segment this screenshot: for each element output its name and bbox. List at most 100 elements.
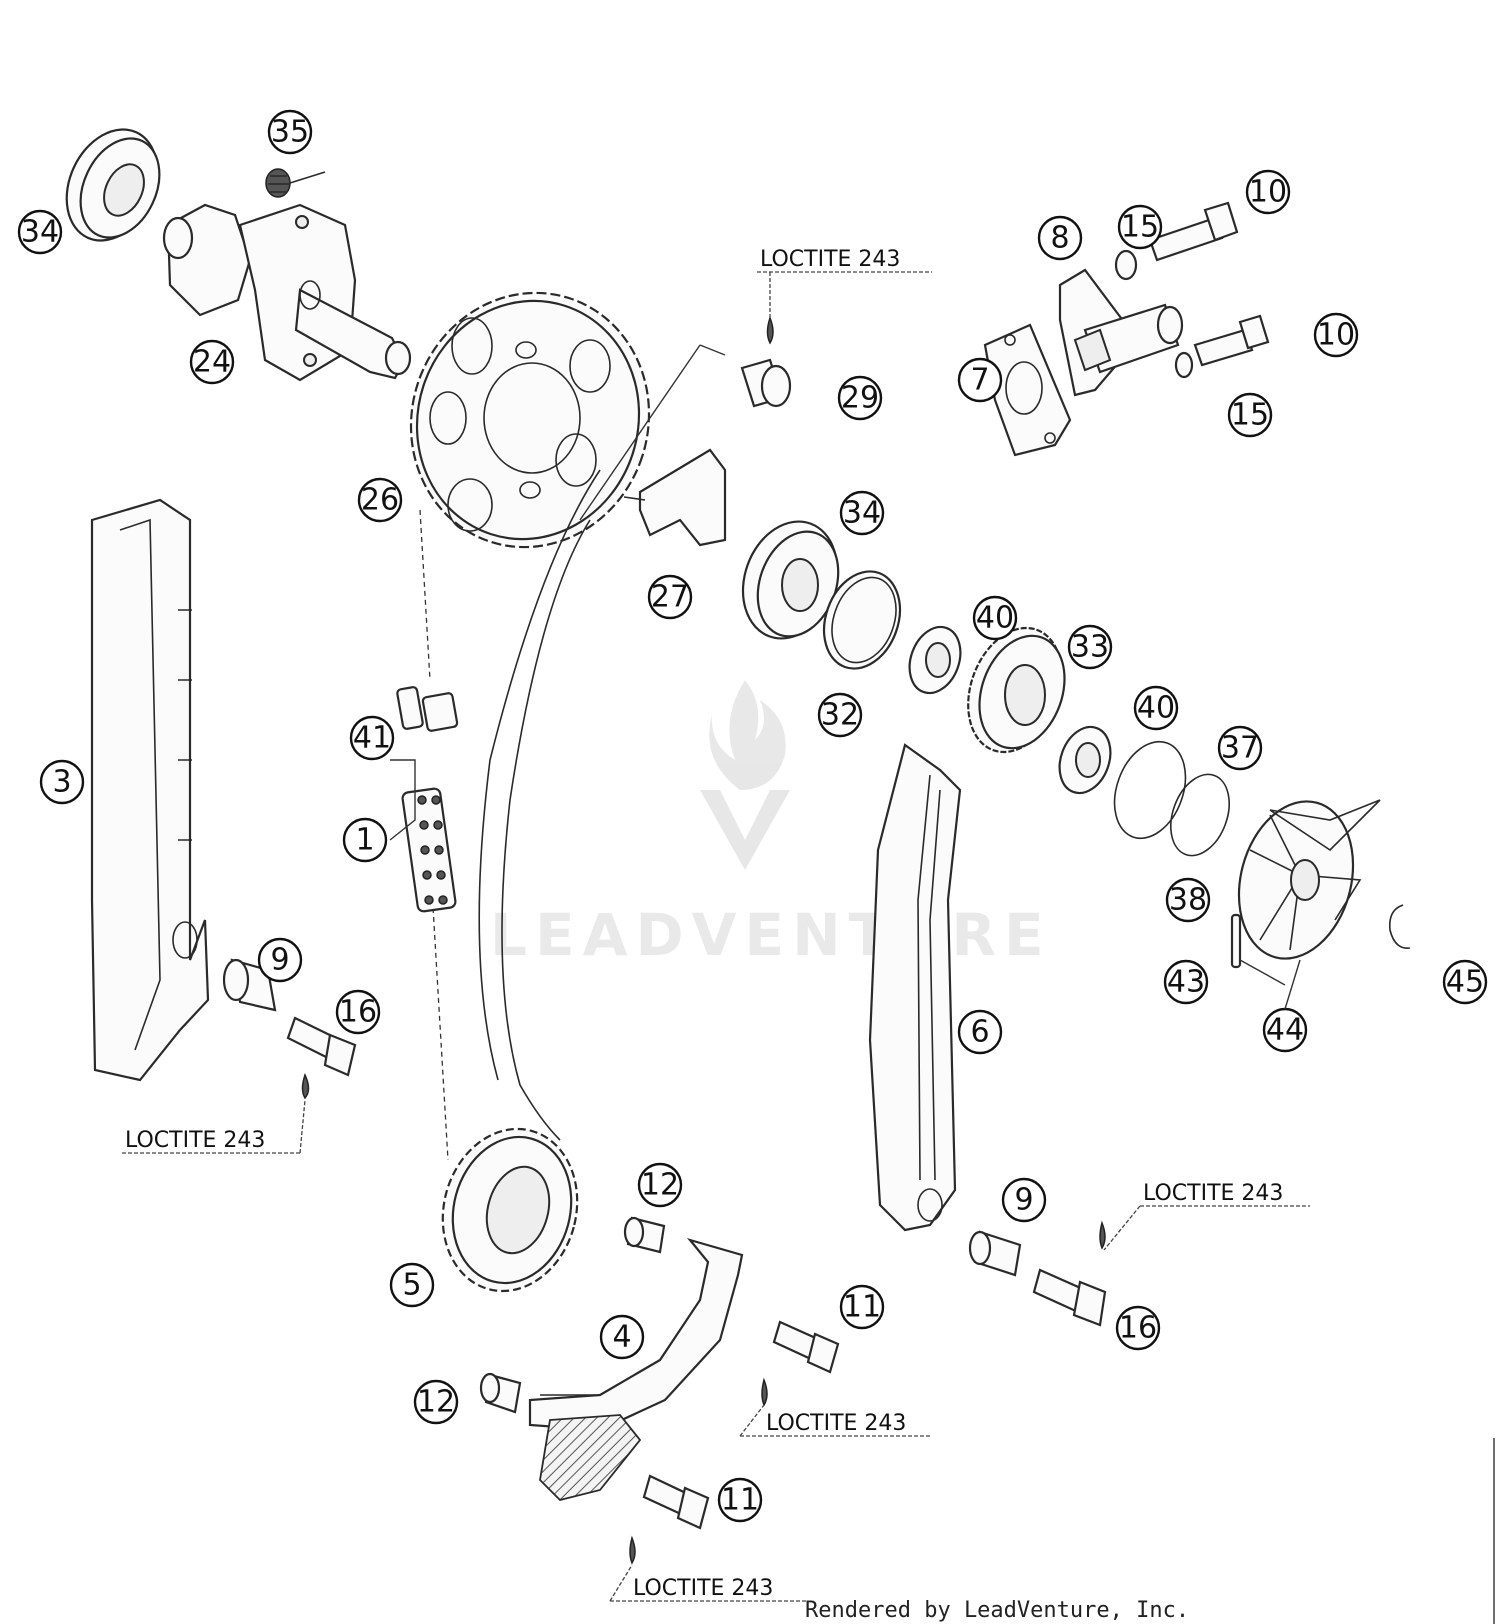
part-40-seal-lower — [1058, 725, 1112, 795]
callout-41: 41 — [349, 715, 395, 761]
callout-1: 1 — [342, 817, 388, 863]
callout-6: 6 — [957, 1009, 1003, 1055]
footer-credit: Rendered by LeadVenture, Inc. — [805, 1598, 1189, 1623]
callout-11-lower: 11 — [717, 1477, 763, 1523]
part-8-chain-tensioner — [1058, 268, 1184, 397]
callout-34-right-text: 34 — [843, 496, 881, 531]
part-27-cam-follower — [623, 448, 727, 547]
callout-33-text: 33 — [1071, 630, 1109, 665]
callout-3-text: 3 — [52, 765, 71, 800]
part-32-ring — [822, 570, 902, 670]
callout-7-text: 7 — [970, 363, 989, 398]
callout-38-text: 38 — [1169, 883, 1207, 918]
callout-26: 26 — [357, 477, 403, 523]
callout-9-left: 9 — [257, 937, 303, 983]
part-5-crankshaft-sprocket — [441, 1127, 579, 1293]
part-43-pin — [1230, 913, 1286, 986]
callout-16-left-text: 16 — [339, 995, 377, 1030]
watermark-text: LEADVENTURE — [490, 901, 1052, 969]
loctite-text-right: LOCTITE 243 — [1143, 1181, 1283, 1206]
callout-34-left: 34 — [17, 209, 63, 255]
callout-29: 29 — [837, 375, 883, 421]
callout-10-upper-text: 10 — [1249, 175, 1287, 210]
leader-41-1 — [389, 759, 416, 841]
part-35-spring — [265, 168, 326, 198]
watermark-logo-icon — [700, 680, 790, 870]
callout-11-lower-text: 11 — [721, 1483, 759, 1518]
part-29-bolt — [699, 344, 792, 408]
callout-12-lower-text: 12 — [417, 1385, 455, 1420]
part-6-chain-guide-rail — [868, 743, 962, 1232]
callout-8: 8 — [1037, 215, 1083, 261]
callout-8-text: 8 — [1050, 221, 1069, 256]
part-15-washer-upper — [1114, 249, 1138, 281]
callout-16-left: 16 — [335, 989, 381, 1035]
callout-27: 27 — [647, 574, 693, 620]
callout-43: 43 — [1163, 959, 1209, 1005]
callout-9-right: 9 — [1001, 1177, 1047, 1223]
callout-7: 7 — [957, 357, 1003, 403]
callout-29-text: 29 — [841, 381, 879, 416]
callout-9-right-text: 9 — [1014, 1183, 1033, 1218]
callout-32: 32 — [817, 692, 863, 738]
part-3-tensioning-rail — [90, 498, 210, 1082]
part-16-bolt-right — [1032, 1220, 1107, 1327]
part-34-bearing-right — [741, 520, 840, 640]
callout-5: 5 — [389, 1262, 435, 1308]
callout-40-upper-text: 40 — [976, 601, 1014, 636]
callout-5-text: 5 — [402, 1268, 421, 1303]
callout-15-upper-text: 15 — [1121, 210, 1159, 245]
leader-sprocket — [579, 344, 701, 521]
loctite-text-top: LOCTITE 243 — [760, 247, 900, 272]
part-10-bolt-upper — [1148, 201, 1239, 262]
part-7-gasket — [983, 323, 1072, 457]
loctite-label-right: LOCTITE 243 — [1103, 1181, 1310, 1251]
part-11-bolt-upper — [761, 1320, 840, 1407]
loctite-text-bottom: LOCTITE 243 — [633, 1576, 773, 1601]
loctite-label-middle: LOCTITE 243 — [739, 1404, 932, 1437]
leader-44 — [1284, 959, 1301, 1010]
callout-32-text: 32 — [821, 698, 859, 733]
part-40-seal-upper — [908, 625, 962, 695]
part-45-circlip — [1388, 904, 1411, 949]
part-1-timing-chain-section — [401, 787, 457, 913]
callout-24-text: 24 — [193, 345, 231, 380]
part-26-cam-sprocket — [409, 291, 651, 549]
part-10-bolt-lower — [1193, 314, 1270, 367]
callout-44-text: 44 — [1266, 1013, 1304, 1048]
part-12-pin-lower — [479, 1372, 522, 1414]
callout-24: 24 — [189, 339, 235, 385]
loctite-text-left: LOCTITE 243 — [125, 1128, 265, 1153]
callout-6-text: 6 — [970, 1015, 989, 1050]
callout-40-lower: 40 — [1133, 685, 1179, 731]
callout-35: 35 — [267, 109, 313, 155]
callout-10-upper: 10 — [1245, 169, 1291, 215]
loctite-label-bottom: LOCTITE 243 — [609, 1564, 808, 1602]
callout-45-text: 45 — [1446, 965, 1484, 1000]
callout-15-lower-text: 15 — [1231, 398, 1269, 433]
loctite-drop-29 — [766, 315, 774, 345]
part-33-pump-housing — [967, 626, 1066, 754]
callout-35-text: 35 — [271, 115, 309, 150]
callout-11-upper: 11 — [839, 1284, 885, 1330]
part-24-camshaft — [162, 203, 412, 382]
callout-26-text: 26 — [361, 483, 399, 518]
callout-37: 37 — [1217, 725, 1263, 771]
callout-11-upper-text: 11 — [843, 1290, 881, 1325]
callout-1-text: 1 — [355, 823, 374, 858]
callout-4-text: 4 — [612, 1320, 631, 1355]
part-15-washer-lower — [1174, 351, 1194, 379]
part-34-bearing-left — [65, 128, 161, 242]
part-12-pin-upper — [623, 1216, 666, 1254]
callout-27-text: 27 — [651, 580, 689, 615]
callout-43-text: 43 — [1167, 965, 1205, 1000]
callout-12-lower: 12 — [413, 1379, 459, 1425]
part-11-bolt-lower — [629, 1474, 710, 1565]
part-41-chain-link — [396, 686, 459, 732]
part-16-bolt-left — [286, 1016, 357, 1100]
loctite-label-top: LOCTITE 243 — [757, 247, 932, 318]
callout-12-upper-text: 12 — [641, 1168, 679, 1203]
callout-34-left-text: 34 — [21, 215, 59, 250]
callout-16-right-text: 16 — [1119, 1311, 1157, 1346]
